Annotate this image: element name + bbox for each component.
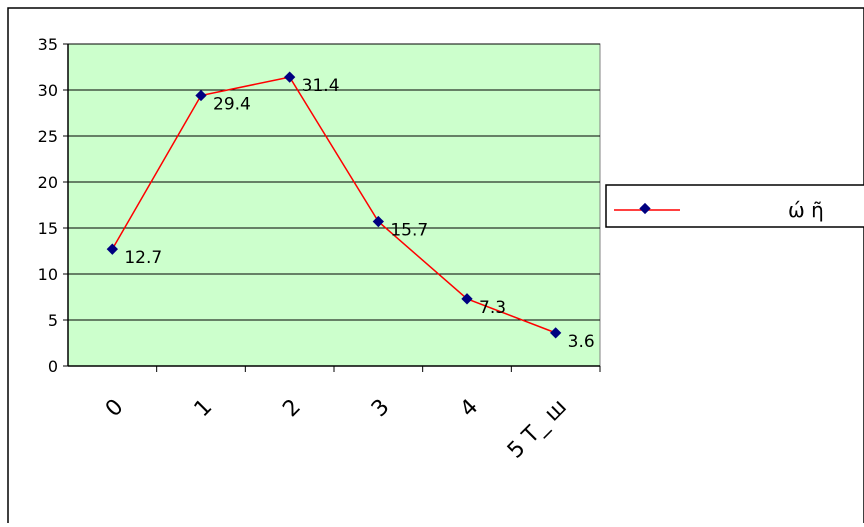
data-label: 31.4 xyxy=(302,76,340,96)
data-label: 7.3 xyxy=(479,298,506,318)
data-point-marker xyxy=(550,327,562,339)
y-tick-label: 30 xyxy=(38,81,58,100)
legend-box xyxy=(605,184,864,228)
data-label: 12.7 xyxy=(124,248,162,268)
y-axis-ticks: 0 5 10 15 20 25 30 35 xyxy=(38,35,68,376)
y-tick-label: 20 xyxy=(38,173,58,192)
legend-marker-swatch xyxy=(639,202,651,215)
legend: ώ ῆ xyxy=(605,184,864,228)
data-label: 15.7 xyxy=(390,221,428,241)
y-tick-label: 10 xyxy=(38,265,58,284)
y-tick-label: 35 xyxy=(38,35,58,54)
y-tick-label: 0 xyxy=(48,357,58,376)
y-tick-label: 15 xyxy=(38,219,58,238)
data-point-marker xyxy=(461,293,473,305)
data-label: 3.6 xyxy=(568,332,595,352)
data-label: 29.4 xyxy=(213,95,251,115)
series-line xyxy=(111,76,556,334)
y-tick-label: 25 xyxy=(38,127,58,146)
y-tick-label: 5 xyxy=(48,311,58,330)
plot-area xyxy=(67,43,601,367)
gridlines xyxy=(68,43,600,321)
series-layer: 12.7 29.4 31.4 15.7 7.3 3.6 xyxy=(106,71,595,352)
data-point-marker xyxy=(372,215,384,228)
legend-label: ώ ῆ xyxy=(788,198,824,222)
